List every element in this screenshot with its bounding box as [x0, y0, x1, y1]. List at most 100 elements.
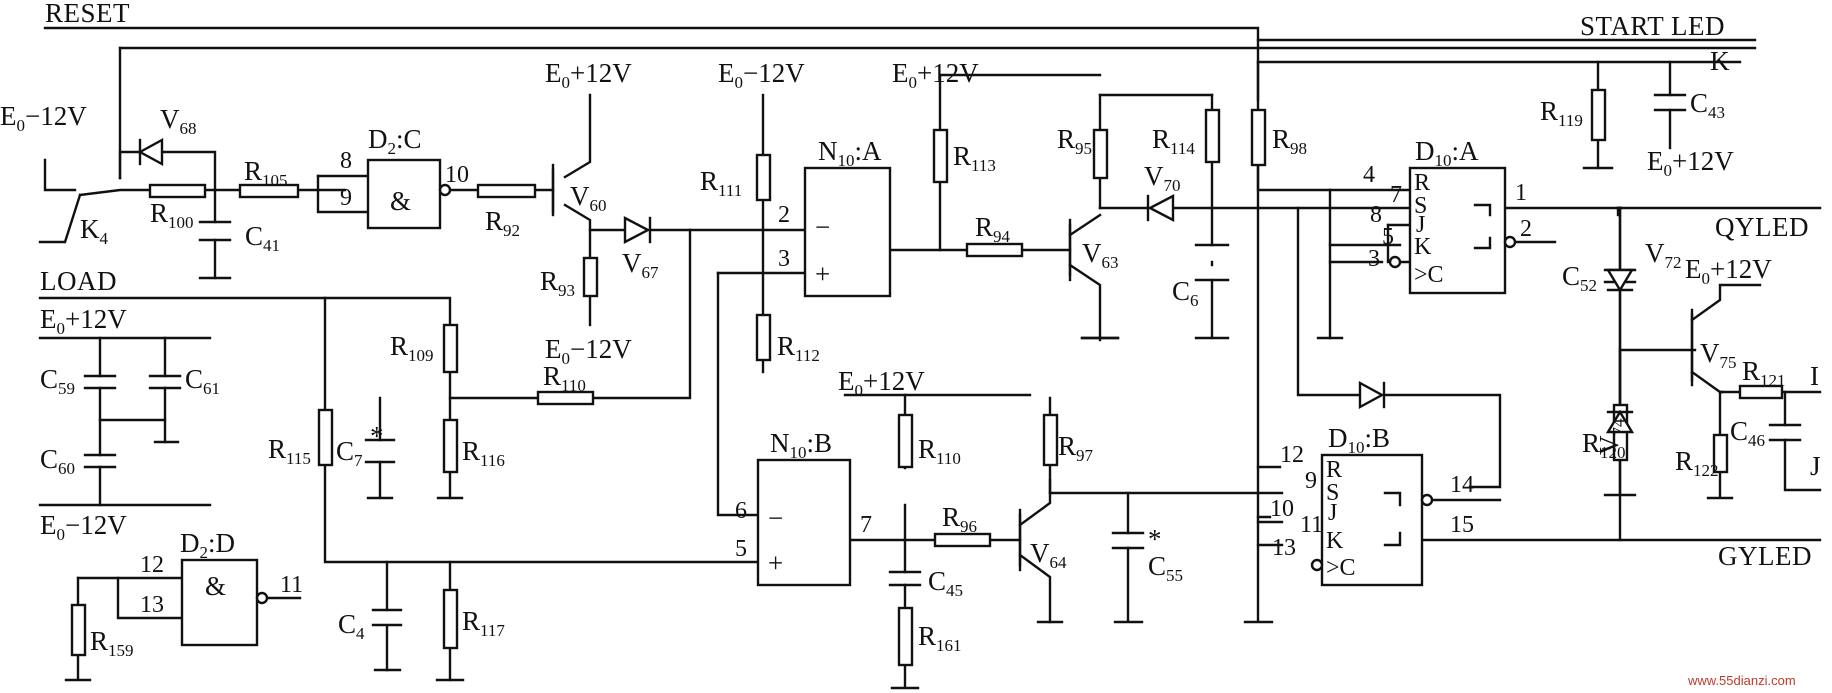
- gate-d2d: [180, 558, 259, 647]
- diode-v74: [1605, 409, 1635, 434]
- label-r161: R161: [918, 621, 962, 655]
- pin-d10b-13: 13: [1272, 535, 1296, 561]
- resistor-r110-lower: [897, 413, 914, 469]
- pin-n10a-3: 3: [778, 246, 790, 272]
- gate-d2c: [366, 158, 442, 230]
- pin-d10a-7: 7: [1390, 182, 1402, 208]
- label-r117: R117: [462, 606, 505, 640]
- label-r109: R109: [390, 331, 434, 365]
- resistor-r100: [148, 183, 207, 199]
- label-c59: C59: [40, 364, 75, 398]
- capacitor-c61: [148, 374, 182, 390]
- d10a-r: R: [1414, 170, 1430, 196]
- resistor-r110-upper: [536, 390, 595, 406]
- diodes: [137, 137, 1635, 434]
- resistor-r97: [1042, 413, 1059, 467]
- resistor-r95: [1092, 128, 1109, 180]
- diode-v68: [137, 137, 164, 167]
- label-c4: C4: [338, 609, 365, 643]
- resistor-r121: [1738, 384, 1784, 400]
- n10b-minus: −: [768, 503, 783, 533]
- label-c7: C7: [336, 436, 363, 470]
- capacitor-c59: [83, 374, 117, 390]
- label-r119: R119: [1540, 96, 1583, 130]
- resistor-r92: [476, 183, 537, 199]
- net-load: LOAD: [40, 266, 117, 296]
- opamp-n10a: [803, 166, 892, 298]
- pin-n10b-6: 6: [735, 498, 747, 524]
- supply-n10a-minus12: E0−12V: [718, 58, 805, 92]
- resistor-r116: [442, 418, 459, 474]
- supply-n10b-plus12: E0+12V: [838, 366, 925, 400]
- resistor-r93: [582, 256, 599, 298]
- chip-labels: D2:C D2:D N10:A N10:B D10:A D10:B & & − …: [180, 124, 1479, 601]
- pin-d10a-5: 5: [1382, 224, 1394, 250]
- resistor-r105: [238, 183, 300, 199]
- capacitor-c46: [1768, 423, 1802, 442]
- resistor-r161: [897, 606, 914, 667]
- resistor-r111: [755, 153, 772, 202]
- supply-rail-minus12: E0−12V: [40, 510, 127, 544]
- capacitor-c60: [83, 453, 117, 469]
- diode-v67: [623, 216, 652, 244]
- pin-d2d-11: 11: [280, 572, 303, 598]
- label-r110-lower: R110: [918, 434, 961, 468]
- resistors: [70, 88, 1784, 667]
- supply-c43-plus12: E0+12V: [1647, 146, 1734, 180]
- label-v70: V70: [1144, 161, 1181, 195]
- capacitor-labels: C41 C43 C6 C59 C61 C60 C7 C4 C45 C55 C52…: [40, 88, 1765, 643]
- label-r120: R120: [1582, 428, 1626, 462]
- label-d2c: D2:C: [368, 124, 422, 158]
- transistors: [551, 163, 1694, 567]
- n10a-plus: +: [815, 259, 830, 289]
- d10a-s: S: [1414, 193, 1427, 219]
- label-r100: R100: [150, 198, 194, 232]
- diode-d10b-feedback: [1358, 380, 1386, 410]
- flipflop-d10b: [1320, 453, 1424, 587]
- watermark: www.55dianzi.com: [1687, 673, 1796, 688]
- label-r105: R105: [244, 156, 288, 190]
- label-c52: C52: [1562, 261, 1597, 295]
- pin-d10b-10: 10: [1270, 496, 1294, 522]
- resistor-r119: [1590, 88, 1607, 142]
- pin-d2c-8: 8: [340, 148, 352, 174]
- net-qyled: QYLED: [1715, 212, 1809, 242]
- label-r110-upper: R110: [543, 361, 586, 395]
- resistor-r113: [932, 128, 949, 184]
- pin-d2d-13: 13: [140, 592, 164, 618]
- pin-d10b-11: 11: [1300, 512, 1323, 538]
- net-i: I: [1810, 361, 1820, 391]
- resistor-labels: R100 R105 R92 R93 R111 R112 R113 R94 R95…: [90, 96, 1786, 660]
- label-d10b: D10:B: [1328, 423, 1390, 457]
- pin-d2c-9: 9: [340, 185, 352, 211]
- label-d10a: D10:A: [1415, 136, 1479, 170]
- n10a-minus: −: [815, 212, 830, 242]
- pin-d10b-12: 12: [1280, 442, 1304, 468]
- pin-n10a-2: 2: [778, 202, 790, 228]
- label-n10b: N10:B: [770, 428, 832, 462]
- label-r98: R98: [1272, 124, 1307, 158]
- label-r159: R159: [90, 626, 134, 660]
- d10b-j: J: [1328, 500, 1337, 526]
- label-c46: C46: [1730, 416, 1765, 450]
- label-r95: R95: [1057, 124, 1092, 158]
- label-r121: R121: [1742, 356, 1786, 390]
- label-r111: R111: [700, 166, 742, 200]
- diode-v72: [1605, 268, 1635, 293]
- pin-d10a-2: 2: [1520, 216, 1532, 242]
- d10a-k: K: [1414, 234, 1432, 260]
- resistor-r122: [1712, 433, 1729, 474]
- label-d2d: D2:D: [180, 528, 235, 562]
- capacitor-c43: [1653, 93, 1687, 112]
- supply-v63-plus12: E0+12V: [892, 58, 979, 92]
- d10a-k-bubble: [1388, 255, 1402, 269]
- label-v72: V72: [1645, 238, 1682, 272]
- capacitors: [83, 93, 1802, 672]
- resistor-r114: [1204, 108, 1221, 164]
- d10b-q-bar-bubble: [1420, 493, 1434, 507]
- label-c55-star: *: [1148, 524, 1162, 554]
- pin-d2d-12: 12: [140, 552, 164, 578]
- supply-r110-minus12: E0−12V: [545, 334, 632, 368]
- capacitor-c7: [364, 438, 396, 464]
- supply-v75-plus12: E0+12V: [1685, 254, 1772, 288]
